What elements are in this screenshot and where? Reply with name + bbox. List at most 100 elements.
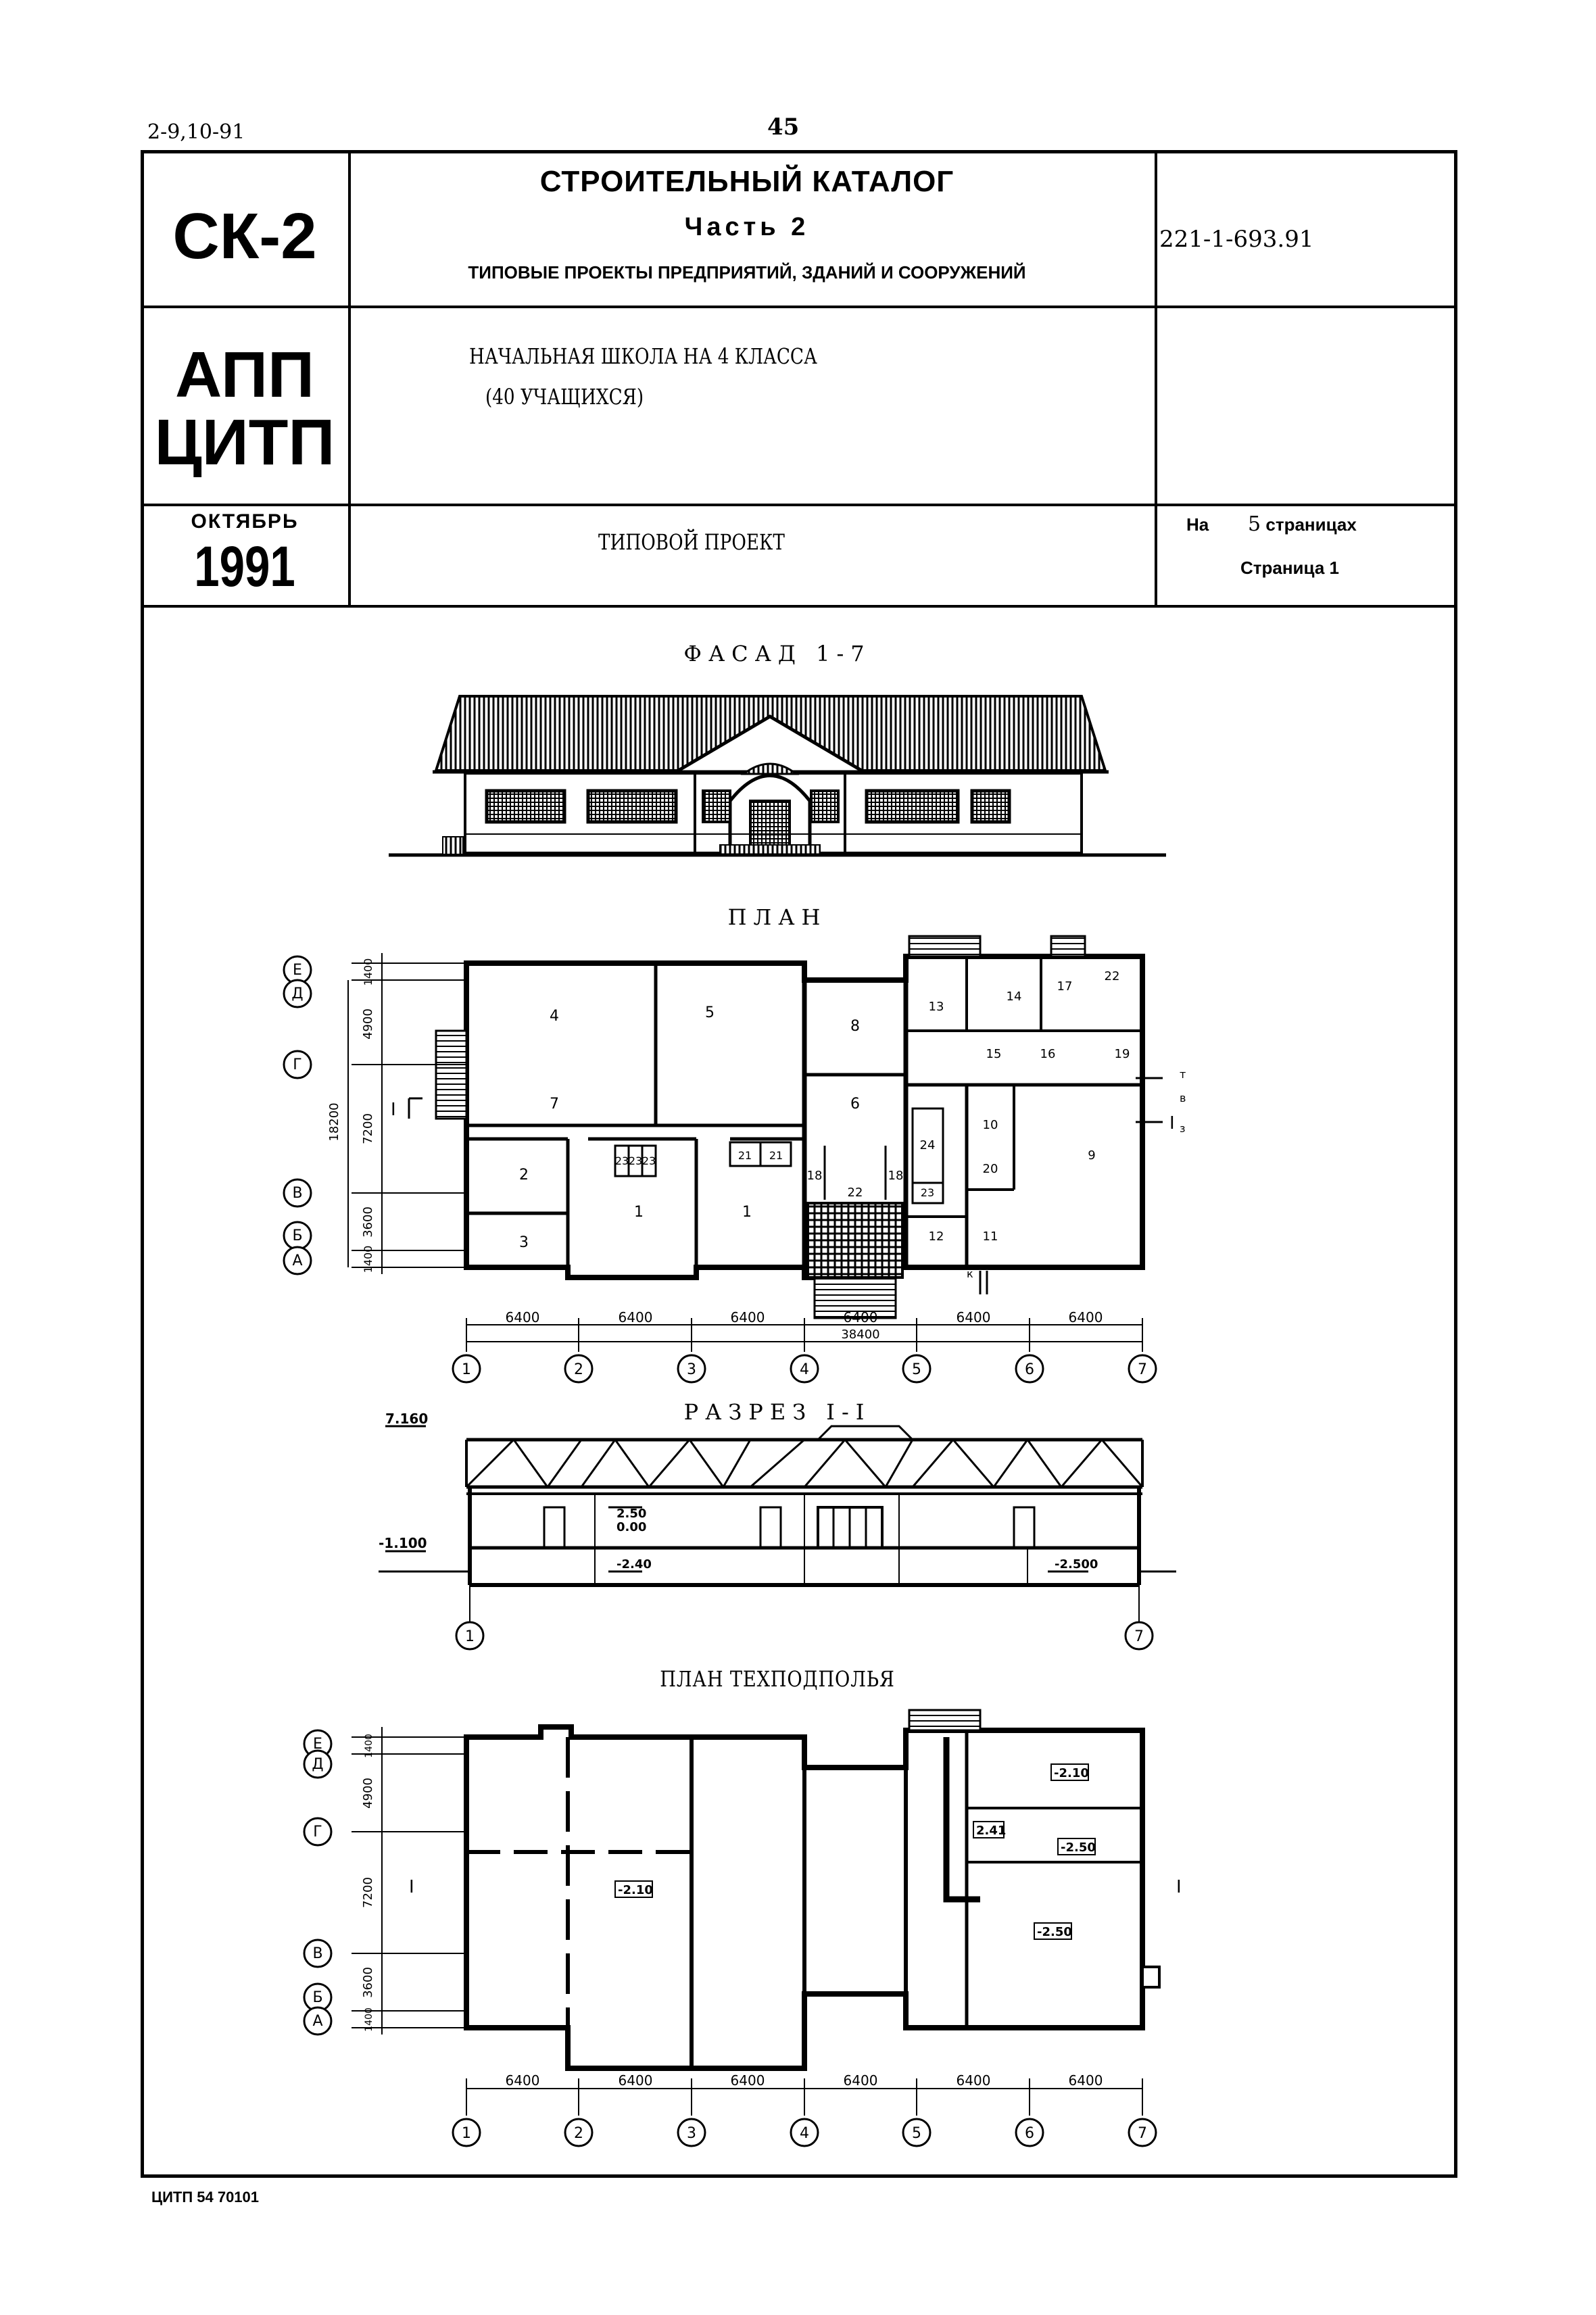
svg-text:Д: Д xyxy=(291,985,303,1002)
svg-text:Б: Б xyxy=(312,1989,322,2006)
pages-prefix: На xyxy=(1186,514,1209,535)
span-dimension: 6400 xyxy=(844,1309,878,1325)
room-number: 23 xyxy=(642,1154,656,1167)
total-width-dimension: 18200 xyxy=(327,1102,341,1141)
page-label: Страница 1 xyxy=(1240,558,1339,578)
axis-number-circle: 5 xyxy=(902,2118,932,2147)
room-number: 22 xyxy=(1105,969,1120,983)
svg-text:6: 6 xyxy=(1025,1361,1034,1378)
plan-section-label: в xyxy=(1180,1092,1186,1104)
room-number: 21 xyxy=(769,1149,783,1162)
axis-letter-circle: В xyxy=(283,1178,312,1208)
svg-text:4: 4 xyxy=(800,1361,809,1378)
publisher-line-2: ЦИТП xyxy=(154,406,335,479)
section-level: -2.40 xyxy=(616,1557,652,1571)
axis-number-circle: 3 xyxy=(677,1354,706,1384)
svg-text:Е: Е xyxy=(293,962,302,979)
svg-text:7: 7 xyxy=(1138,1361,1147,1378)
issue-month: ОКТЯБРЬ xyxy=(191,510,299,533)
project-name: НАЧАЛЬНАЯ ШКОЛА НА 4 КЛАССА xyxy=(469,343,817,369)
room-number: 19 xyxy=(1115,1047,1130,1061)
svg-text:7: 7 xyxy=(1134,1628,1144,1645)
project-capacity: (40 УЧАЩИХСЯ) xyxy=(485,384,644,410)
axis-number-circle: 6 xyxy=(1015,1354,1044,1384)
axis-number-circle: 1 xyxy=(452,2118,481,2147)
span-dimension: 6400 xyxy=(506,1309,540,1325)
axis-number-circle: 1 xyxy=(455,1621,485,1651)
title-col-divider-1 xyxy=(348,153,351,606)
room-number: 10 xyxy=(983,1118,998,1132)
title-block-bottom xyxy=(144,605,1454,608)
section-drawing: 7.160 -1.100 2.50 0.00 -2.40 -2.500 1 7 xyxy=(379,1413,1176,1651)
catalog-title: СТРОИТЕЛЬНЫЙ КАТАЛОГ xyxy=(539,165,954,198)
underfloor-plan-drawing: -2.10 -2.10 2.41 -2.50 -2.50 I I Е Д Г В… xyxy=(303,1709,1182,2147)
pages-count-line: На 5 страницах xyxy=(1186,512,1357,536)
row-dimension: 4900 xyxy=(361,1778,375,1809)
row-dimension: 4900 xyxy=(361,1008,375,1040)
axis-number-circle: 7 xyxy=(1128,1354,1157,1384)
underfloor-level: -2.50 xyxy=(1037,1925,1072,1939)
axis-letter-circle: Е xyxy=(283,955,312,985)
section-title: РАЗРЕЗ I-I xyxy=(683,1399,871,1425)
section-level: 7.160 xyxy=(385,1413,428,1427)
room-number: 5 xyxy=(705,1004,715,1021)
span-dimension: 6400 xyxy=(957,1309,991,1325)
svg-text:Г: Г xyxy=(293,1056,301,1073)
span-dimension: 6400 xyxy=(957,2072,991,2089)
facade-window xyxy=(865,789,960,824)
document-code: 2-9,10-91 xyxy=(147,120,245,144)
axis-letter-circle: А xyxy=(303,2006,333,2036)
room-number: 14 xyxy=(1007,990,1022,1004)
axis-letter-circle: Г xyxy=(303,1817,333,1847)
row-dimension: 7200 xyxy=(361,1877,375,1908)
span-dimension: 6400 xyxy=(619,2072,653,2089)
svg-text:А: А xyxy=(292,1252,302,1269)
catalog-subtitle: ТИПОВЫЕ ПРОЕКТЫ ПРЕДПРИЯТИЙ, ЗДАНИЙ И СО… xyxy=(468,262,1026,283)
room-number: 11 xyxy=(983,1229,998,1244)
section-level: 0.00 xyxy=(616,1520,646,1534)
plan-section-label: к xyxy=(967,1267,973,1280)
room-number: 23 xyxy=(629,1154,642,1167)
axis-letter-circle: Г xyxy=(283,1050,312,1079)
svg-text:2: 2 xyxy=(574,1361,583,1378)
plan-entrance-hall xyxy=(806,1202,904,1279)
span-dimension: 6400 xyxy=(731,1309,765,1325)
room-number: 23 xyxy=(921,1186,934,1199)
room-number: 20 xyxy=(983,1162,998,1176)
facade-window xyxy=(586,789,678,824)
span-dimension: 6400 xyxy=(731,2072,765,2089)
section-mark: I xyxy=(1176,1877,1182,1897)
total-length-dimension: 38400 xyxy=(841,1327,879,1342)
row-dimension: 1400 xyxy=(364,2007,374,2032)
room-number: 24 xyxy=(920,1138,936,1152)
project-type: ТИПОВОЙ ПРОЕКТ xyxy=(598,529,785,555)
underfloor-title: ПЛАН ТЕХПОДПОЛЬЯ xyxy=(660,1666,895,1692)
page-number: 45 xyxy=(767,114,800,141)
facade-entrance-door xyxy=(749,800,791,853)
span-dimension: 6400 xyxy=(1069,2072,1103,2089)
footer-code: ЦИТП 54 70101 xyxy=(151,2189,260,2206)
underfloor-level: -2.10 xyxy=(1054,1766,1089,1780)
svg-text:2: 2 xyxy=(574,2125,583,2142)
span-dimension: 6400 xyxy=(844,2072,878,2089)
svg-text:Е: Е xyxy=(313,1736,322,1753)
svg-text:5: 5 xyxy=(912,1361,921,1378)
facade-window xyxy=(702,789,731,823)
svg-text:3: 3 xyxy=(687,1361,696,1378)
underfloor-level: -2.50 xyxy=(1061,1841,1096,1855)
room-number: 6 xyxy=(850,1096,860,1113)
room-number: 9 xyxy=(1088,1148,1095,1163)
row-dimension: 1400 xyxy=(364,1734,374,1758)
room-number: 12 xyxy=(929,1229,944,1244)
underfloor-level: 2.41 xyxy=(976,1824,1006,1838)
facade-drawing xyxy=(389,695,1166,857)
row-dimension: 1400 xyxy=(362,958,374,986)
plan-section-label: з xyxy=(1180,1122,1186,1135)
section-level: 2.50 xyxy=(616,1507,646,1521)
title-row-divider-2 xyxy=(144,504,1454,506)
facade-window xyxy=(970,789,1011,824)
svg-text:Г: Г xyxy=(313,1824,322,1841)
axis-number-circle: 2 xyxy=(564,2118,594,2147)
axis-letter-circle: Д xyxy=(303,1749,333,1779)
axis-letter-circle: В xyxy=(303,1939,333,1968)
